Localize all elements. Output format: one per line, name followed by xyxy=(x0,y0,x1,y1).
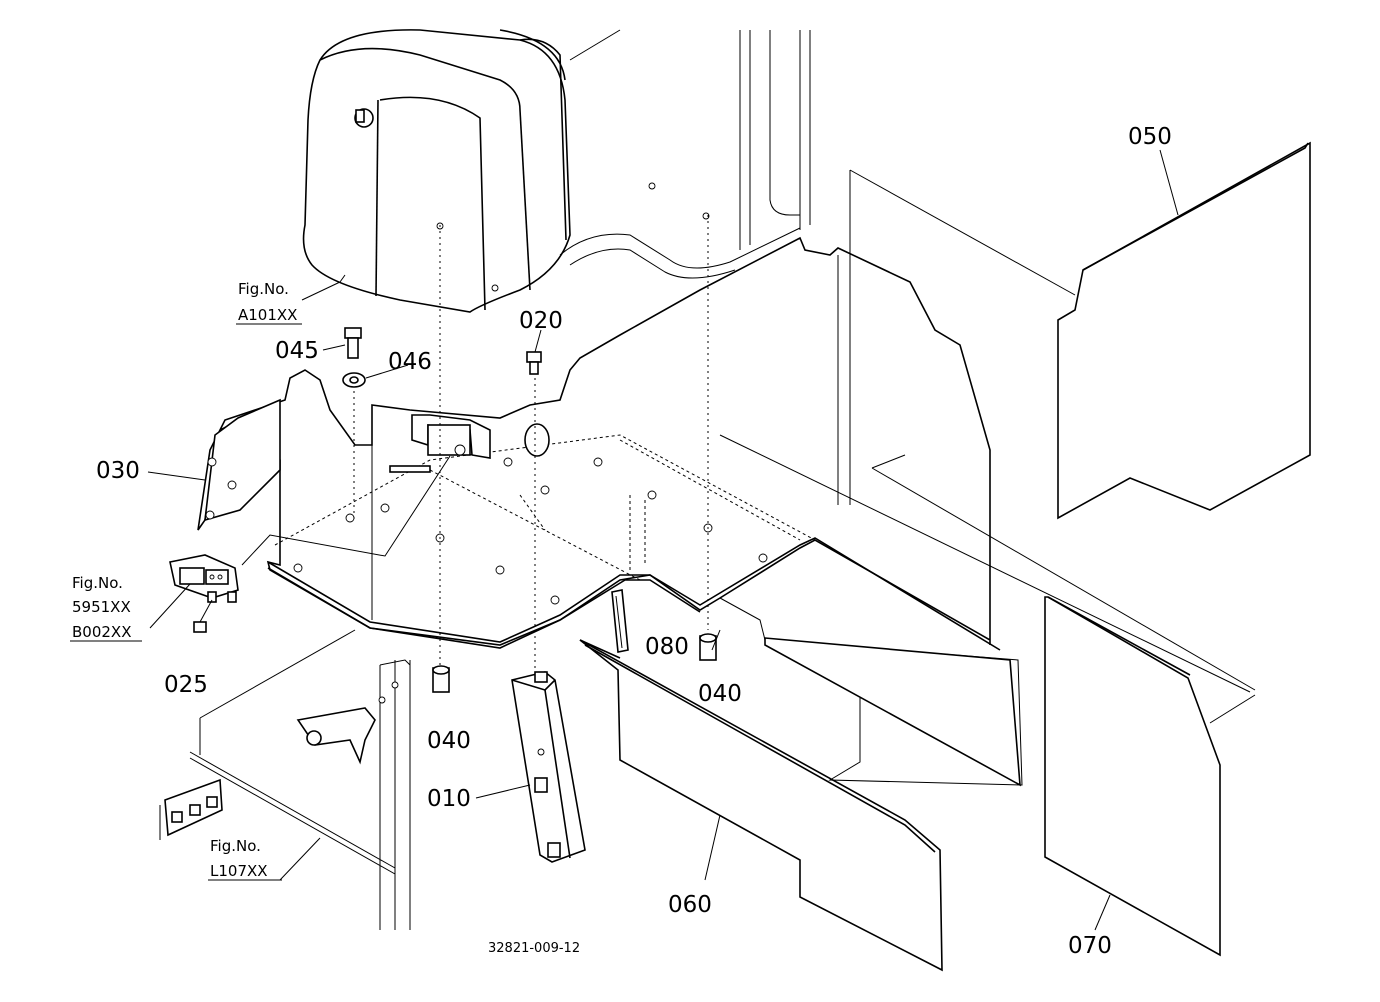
fig-ref-title: Fig.No. xyxy=(238,280,289,298)
screw-025 xyxy=(193,599,213,633)
figure-reference-a101: Fig.No. A101XX xyxy=(236,280,302,325)
lower-frame xyxy=(159,629,411,930)
part-label-010: 010 xyxy=(427,786,471,812)
part-label-040-left: 040 xyxy=(427,728,471,754)
fig-ref-title: Fig.No. xyxy=(210,837,261,855)
fig-ref-title: Fig.No. xyxy=(72,574,123,592)
part-labels: 050 020 045 046 030 025 080 040 040 010 … xyxy=(96,124,1172,959)
main-cover-panel xyxy=(197,169,1251,693)
figure-reference-l107: Fig.No. L107XX xyxy=(208,837,282,881)
part-label-045: 045 xyxy=(275,338,319,364)
upper-tank-housing xyxy=(301,29,621,313)
part-label-050: 050 xyxy=(1128,124,1172,150)
bracket-010 xyxy=(511,671,586,863)
fig-ref-number: L107XX xyxy=(210,862,268,880)
part-label-060: 060 xyxy=(668,892,712,918)
bolt-045 xyxy=(344,327,362,359)
part-label-080: 080 xyxy=(645,634,689,660)
seal-strip-080 xyxy=(611,589,629,653)
grommet-040-left xyxy=(432,665,450,693)
part-label-025: 025 xyxy=(164,672,208,698)
center-lines xyxy=(353,215,709,670)
panel-060 xyxy=(579,597,1023,972)
fig-ref-number: A101XX xyxy=(238,306,297,324)
figure-reference-5951: Fig.No. 5951XX B002XX xyxy=(70,574,142,642)
part-label-070: 070 xyxy=(1068,933,1112,959)
bolt-020 xyxy=(526,351,542,375)
leader-lines xyxy=(147,149,1179,931)
part-label-030: 030 xyxy=(96,458,140,484)
grommet-040-right xyxy=(699,633,717,661)
washer-046 xyxy=(342,372,366,388)
fig-ref-number: 5951XX xyxy=(72,598,131,616)
part-label-040-right: 040 xyxy=(698,681,742,707)
fig-ref-number: B002XX xyxy=(72,623,131,641)
panel-050 xyxy=(871,141,1311,691)
document-number: 32821-009-12 xyxy=(488,941,580,956)
panel-070 xyxy=(1044,596,1256,957)
frame-posts xyxy=(559,30,811,279)
part-label-020: 020 xyxy=(519,308,563,334)
part-label-046: 046 xyxy=(388,349,432,375)
